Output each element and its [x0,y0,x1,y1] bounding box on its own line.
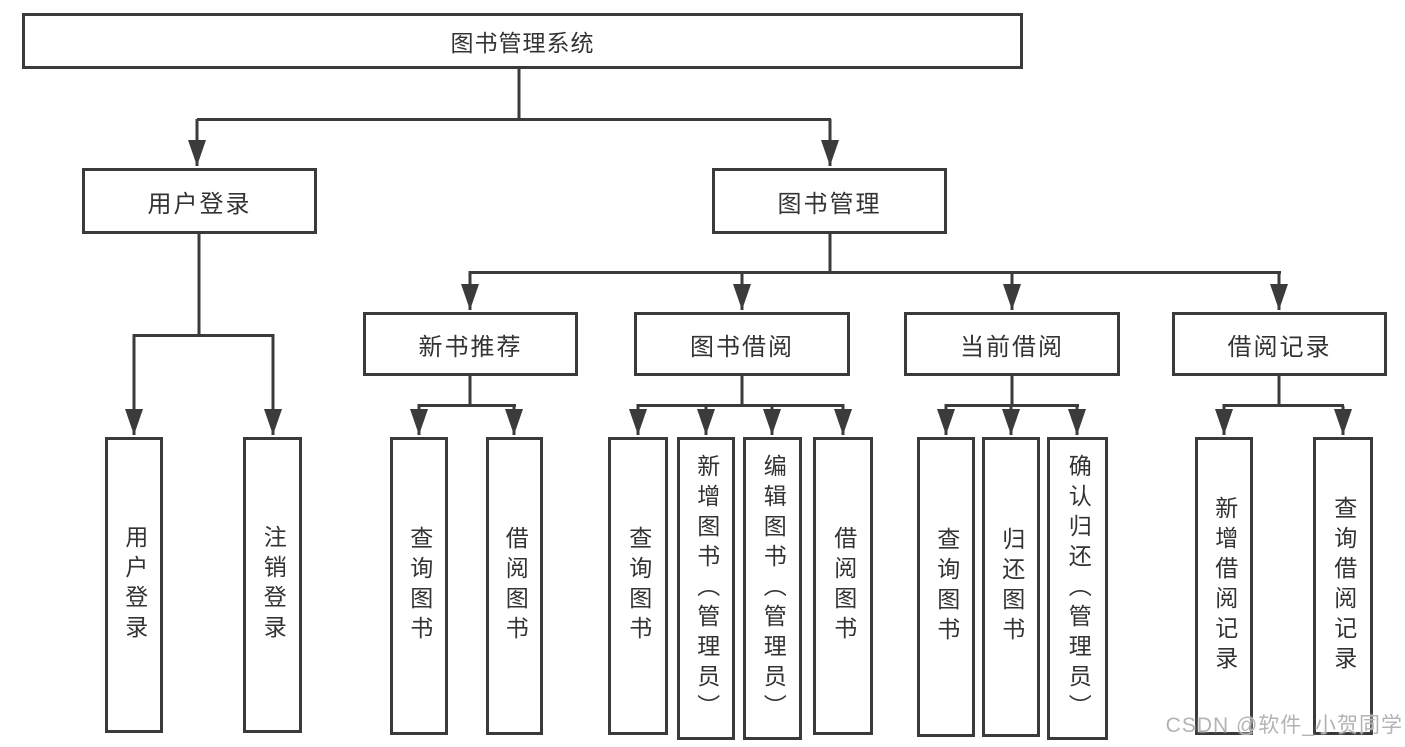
leaf-borrow-books: 借阅图书 [813,437,873,735]
node-label: 新增借阅记录 [1211,496,1238,676]
node-label: 图书管理系统 [450,30,595,56]
connector-book-management [461,234,1288,310]
node-label: 借阅图书 [502,526,529,646]
leaf-query-books-current: 查询图书 [917,437,975,737]
connector-borrow-records [1215,376,1352,435]
node-label: 查询图书 [625,526,652,646]
node-label: 借阅图书 [830,526,857,646]
leaf-borrow-books-recommend: 借阅图书 [486,437,543,735]
node-borrow-records: 借阅记录 [1172,312,1387,376]
node-label: 确认归还（管理员） [1065,453,1092,724]
node-label: 归还图书 [998,527,1025,647]
node-label: 查询图书 [933,527,960,647]
leaf-add-borrow-record: 新增借阅记录 [1195,437,1253,735]
node-current-borrow: 当前借阅 [904,312,1120,376]
leaf-logout: 注销登录 [243,437,302,733]
leaf-query-borrow-record: 查询借阅记录 [1313,437,1373,735]
node-label: 查询借阅记录 [1330,496,1357,676]
node-library-management-system: 图书管理系统 [22,13,1023,69]
node-label: 用户登录 [121,525,148,645]
leaf-confirm-return-admin: 确认归还（管理员） [1047,437,1108,740]
connector-root [188,68,839,166]
leaf-add-books-admin: 新增图书（管理员） [677,437,735,740]
leaf-query-books-recommend: 查询图书 [390,437,448,735]
node-label: 图书管理 [777,190,882,218]
csdn-watermark: CSDN @软件_小贺同学 [1165,714,1403,737]
connector-user-login [125,234,282,435]
node-label: 当前借阅 [960,333,1064,361]
node-new-book-recommend: 新书推荐 [363,312,578,376]
connector-book-borrow [629,376,852,435]
leaf-query-books-borrow: 查询图书 [608,437,668,735]
leaf-edit-books-admin: 编辑图书（管理员） [743,437,802,740]
leaf-user-login: 用户登录 [105,437,163,733]
node-book-management: 图书管理 [712,168,947,234]
node-label: 用户登录 [147,190,252,218]
connector-new-book-recommend [410,376,523,435]
node-label: 新增图书（管理员） [693,453,720,724]
node-book-borrow: 图书借阅 [634,312,850,376]
node-label: 图书借阅 [690,333,794,361]
leaf-return-books: 归还图书 [982,437,1040,737]
node-user-login: 用户登录 [82,168,317,234]
node-label: 编辑图书（管理员） [760,453,787,724]
node-label: 借阅记录 [1227,333,1332,361]
connector-current-borrow [937,376,1086,435]
node-label: 注销登录 [260,525,287,645]
node-label: 新书推荐 [418,333,523,361]
node-label: 查询图书 [406,526,433,646]
